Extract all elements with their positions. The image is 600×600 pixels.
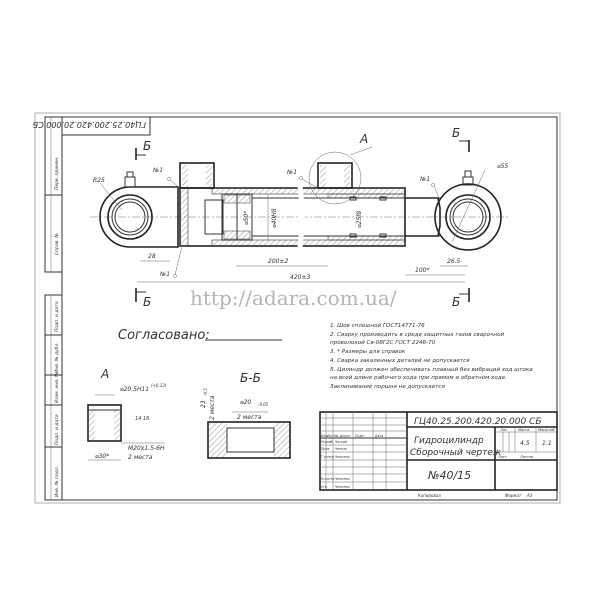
format-label: Формат <box>505 493 522 498</box>
strip-label: Инв. № дубл. <box>54 342 60 373</box>
svg-text:Масштаб: Масштаб <box>538 428 555 432</box>
left-eye <box>99 171 179 248</box>
dim-265: 26.5 <box>447 258 461 265</box>
strip-label: Инв. № подл. <box>54 466 60 497</box>
dim-d40: ⌀40Н8 <box>271 208 278 228</box>
title-code: ГЦ40.25.200.420.20.000 СБ <box>414 417 542 427</box>
detail-a-thread: М20х1.5-6Н <box>128 445 165 452</box>
detail-a-places: 2 места <box>128 454 153 461</box>
dim-d55: ⌀55 <box>497 163 508 170</box>
grease-nipple-icon <box>124 176 136 188</box>
detail-a-view: A ⌀20.5Н11 (+0.13) 14 16 М20х1.5-6Н 2 ме… <box>87 367 167 461</box>
leader-label: №1 <box>152 167 163 174</box>
detail-a-depth2: 16 <box>143 416 149 422</box>
cylinder-barrel <box>179 185 441 249</box>
strip-label: Подп. и дата <box>54 414 60 445</box>
detail-a-d205: ⌀20.5Н11 <box>120 386 149 393</box>
leader-label: №1 <box>419 176 430 183</box>
port-right: A <box>308 132 373 205</box>
dim-100: 100* <box>415 267 429 274</box>
title-name1: Гидроцилиндр <box>414 436 484 446</box>
detail-a-label: A <box>359 132 368 146</box>
strip-label: Взам. инв. № <box>54 372 60 403</box>
note-line: 2. Сварку производить в среде защитных г… <box>330 332 505 338</box>
svg-text:Т.контр.: Т.контр. <box>321 455 335 459</box>
svg-text:Ческий: Ческий <box>335 440 347 444</box>
svg-text:Чепелюк: Чепелюк <box>335 477 350 481</box>
note-line: проволокой Св-08Г2С ГОСТ 2246-70 <box>330 340 436 346</box>
svg-text:Подп.: Подп. <box>355 434 365 438</box>
technical-notes: 1. Шов сплошной ГОСТ14771-76 2. Сварку п… <box>330 323 533 390</box>
svg-text:Утв.: Утв. <box>321 485 328 489</box>
dim-d25: ⌀25f8 <box>356 211 363 228</box>
svg-text:Лист: Лист <box>497 455 508 459</box>
section-bb-d20tol: -0.05 <box>258 402 269 407</box>
svg-text:Б: Б <box>452 126 460 140</box>
watermark-url: http://adara.com.ua/ <box>190 286 397 310</box>
title-scale: 1:1 <box>542 440 552 447</box>
svg-text:Б: Б <box>452 295 460 309</box>
note-line: 4. Сварка закаленных деталей не допускае… <box>330 358 470 364</box>
format-value: А3 <box>526 493 533 498</box>
leader-label: №1 <box>159 271 170 278</box>
svg-text:Листов: Листов <box>519 455 533 459</box>
section-bb-places: 2 места <box>237 414 262 421</box>
title-mass: 4.5 <box>520 440 530 447</box>
detail-a-circle <box>308 151 362 205</box>
title-block: ГЦ40.25.200.420.20.000 СБ Гидроцилиндр С… <box>319 411 558 498</box>
detail-a-tol: (+0.13) <box>151 383 167 388</box>
section-bb-htol: -0.5 <box>203 388 208 396</box>
svg-text:Масса: Масса <box>518 428 529 432</box>
svg-text:Чепелюк: Чепелюк <box>335 455 350 459</box>
svg-text:Лист: Лист <box>326 434 335 438</box>
svg-text:№ докум.: № докум. <box>334 434 351 438</box>
svg-text:Чепель: Чепель <box>335 447 347 451</box>
strip-label: Подп. и дата <box>54 301 60 332</box>
section-bb-title: Б-Б <box>240 371 261 385</box>
note-line: на всей длине рабочего хода при прямом и… <box>330 375 507 381</box>
svg-text:Б: Б <box>143 139 151 153</box>
port-left <box>179 162 215 189</box>
section-bb-places2: 2 места <box>209 395 216 420</box>
dim-420: 420±3 <box>290 274 310 281</box>
agreed-label: Согласовано: <box>118 328 210 343</box>
section-bb-view: Б-Б ⌀20 -0.05 2 места 23 -0.5 2 места <box>200 371 291 459</box>
copied-label: Копировал <box>418 493 441 498</box>
svg-text:Б: Б <box>143 295 151 309</box>
dimensions: R25 ⌀55 ⌀50* ⌀40Н8 ⌀25f8 28 200±2 420±3 … <box>93 163 508 283</box>
leader-label: №1 <box>286 169 297 176</box>
note-line: Заклинивание поршня не допускается <box>330 384 445 390</box>
note-line: 5. Цилиндр должен обеспечивать плавный б… <box>330 367 533 373</box>
side-strip: Перв. примен. Справ. № Подп. и дата Инв.… <box>44 116 63 501</box>
title-number: №40/15 <box>427 469 471 482</box>
dim-d50: ⌀50* <box>243 211 250 225</box>
code-stamp <box>61 116 151 136</box>
note-line: 3. * Размеры для справок <box>330 349 406 355</box>
detail-a-title: A <box>100 367 109 381</box>
section-bb-h: 23 <box>200 400 207 408</box>
right-eye <box>434 170 502 251</box>
sheet-outer-border <box>34 112 561 504</box>
weld-leaders: №1 №1 №1 №1 <box>152 167 441 278</box>
svg-text:Н.контр.: Н.контр. <box>321 477 335 481</box>
detail-a-depth: 14 <box>135 416 141 422</box>
detail-a-d30: ⌀30* <box>95 453 109 460</box>
strip-label: Перв. примен. <box>54 156 60 190</box>
title-name2: Сборочный чертеж <box>410 448 502 458</box>
section-bb-d20: ⌀20 <box>240 399 251 406</box>
svg-text:Изм.: Изм. <box>321 434 329 438</box>
section-markers: Б Б Б Б <box>135 126 470 309</box>
svg-text:Разраб.: Разраб. <box>321 440 334 444</box>
dim-200: 200±2 <box>268 258 288 265</box>
strip-label: Справ. № <box>54 233 60 255</box>
code-stamp-text: ГЦ40.25.200.420.20.000 СБ <box>32 120 146 129</box>
dim-28: 28 <box>148 253 156 260</box>
svg-text:Пров.: Пров. <box>321 447 330 451</box>
svg-text:Дата: Дата <box>374 434 383 438</box>
svg-text:Лит.: Лит. <box>499 428 508 432</box>
svg-text:Чепелюк: Чепелюк <box>335 485 350 489</box>
note-line: 1. Шов сплошной ГОСТ14771-76 <box>330 323 425 329</box>
dim-r25: R25 <box>93 177 105 184</box>
